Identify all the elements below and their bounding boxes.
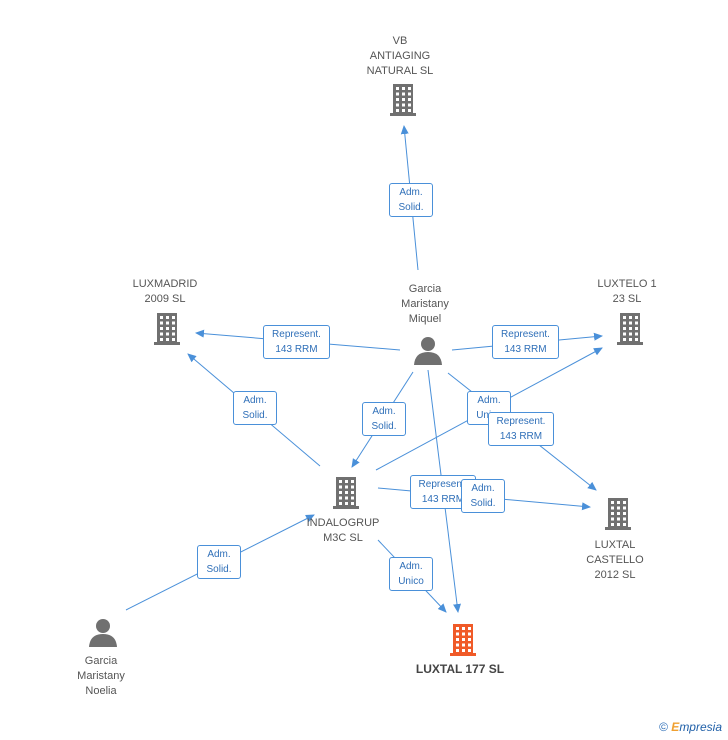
node-label-garcia-miquel[interactable]: Garcia Maristany Miquel <box>401 283 449 325</box>
copyright-icon: © <box>659 720 668 734</box>
edge-label-miquel-luxtelo[interactable]: Represent.143 RRM <box>492 325 559 359</box>
node-label-luxtal-castello[interactable]: LUXTAL CASTELLO 2012 SL <box>586 539 644 581</box>
edge-label-miquel-indalogrup[interactable]: Adm.Solid. <box>362 402 406 436</box>
building-icon-luxtal-177[interactable] <box>450 624 476 656</box>
edge-label-indalogrup-luxtal177-adm[interactable]: Adm.Unico <box>389 557 433 591</box>
empresia-logo: Empresia <box>671 720 722 734</box>
node-label-luxmadrid[interactable]: LUXMADRID 2009 SL <box>132 278 198 305</box>
edge-label-indalogrup-luxmadrid[interactable]: Adm.Solid. <box>233 391 277 425</box>
node-label-garcia-noelia[interactable]: Garcia Maristany Noelia <box>77 655 125 697</box>
edge-label-indalogrup-castello[interactable]: Adm.Solid. <box>461 479 505 513</box>
edge-label-miquel-vb[interactable]: Adm.Solid. <box>389 183 433 217</box>
building-icon-luxtelo[interactable] <box>617 313 643 345</box>
edge-label-miquel-castello[interactable]: Represent.143 RRM <box>488 412 554 446</box>
node-icons <box>89 84 643 656</box>
building-icon-luxtal-castello[interactable] <box>605 498 631 530</box>
node-label-luxtelo[interactable]: LUXTELO 1 23 SL <box>597 278 657 305</box>
node-label-luxtal-177[interactable]: LUXTAL 177 SL <box>415 662 505 676</box>
person-icon-garcia-miquel[interactable] <box>414 337 442 365</box>
node-label-indalogrup[interactable]: INDALOGRUP M3C SL <box>306 517 380 544</box>
building-icon-indalogrup[interactable] <box>333 477 359 509</box>
building-icon-vb-antiaging[interactable] <box>390 84 416 116</box>
person-icon-garcia-noelia[interactable] <box>89 619 117 647</box>
edge-label-noelia-indalogrup[interactable]: Adm.Solid. <box>197 545 241 579</box>
edge-label-miquel-luxmadrid[interactable]: Represent.143 RRM <box>263 325 330 359</box>
building-icon-luxmadrid[interactable] <box>154 313 180 345</box>
empresia-footer[interactable]: © Empresia <box>659 720 722 734</box>
node-label-vb-antiaging[interactable]: VB ANTIAGING NATURAL SL <box>366 35 434 77</box>
